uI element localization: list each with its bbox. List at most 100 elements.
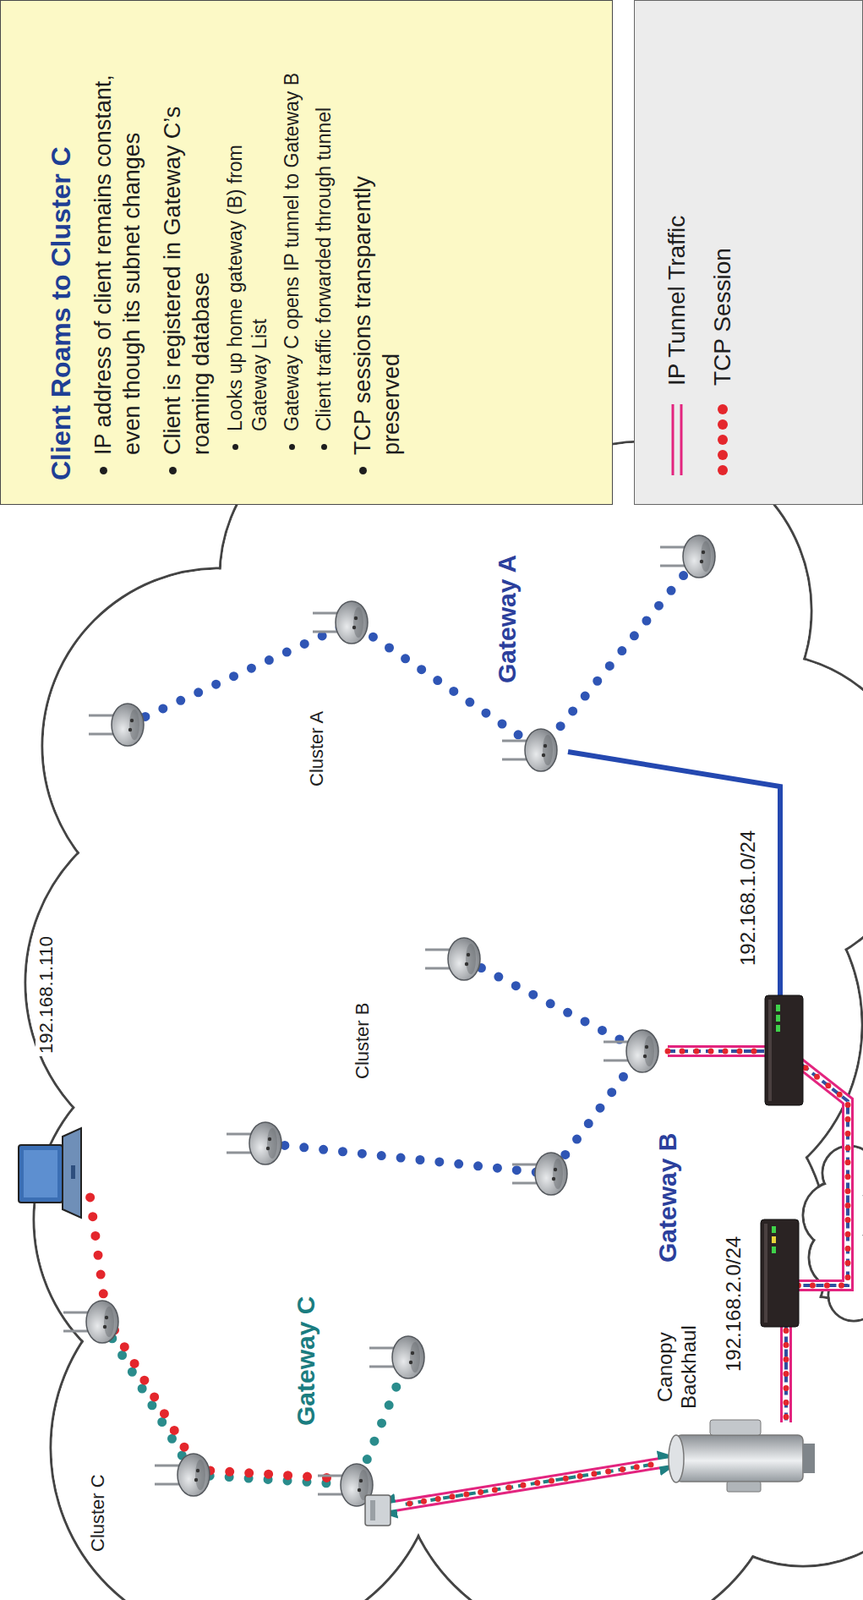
session-sample-dot [717, 419, 728, 430]
subnet-label: 192.168.1.0/24 [736, 827, 760, 968]
mesh-link-dots [88, 1186, 361, 1480]
ip-tunnel [378, 1459, 677, 1508]
cloud-fill [27, 417, 863, 1600]
ip-tunnel [404, 1463, 651, 1504]
bullet-dot [289, 443, 295, 450]
bullet-item: TCP sessions transparently preserved [348, 68, 406, 481]
cluster-label: Cluster C [87, 1470, 109, 1554]
legend-box: IP Tunnel Traffic TCP Session [633, 0, 863, 505]
router [775, 1024, 781, 1032]
backhaul-tower [668, 1419, 815, 1492]
gateway-label: Gateway C [291, 1293, 322, 1428]
bullet-dot [359, 466, 367, 475]
subnet-label: 192.168.2.0/24 [721, 1233, 746, 1374]
laptop [23, 1149, 58, 1197]
access-point [63, 535, 716, 1506]
cloud-outline [304, 568, 643, 907]
laptop [71, 1164, 76, 1179]
access-point [369, 1335, 425, 1378]
router [771, 1245, 776, 1253]
session-sample-dot [717, 464, 728, 476]
access-point [226, 1121, 282, 1164]
cluster-label: Cluster B [351, 999, 373, 1082]
access-point [425, 937, 481, 980]
bullet-text: IP address of client remains constant, e… [90, 74, 145, 455]
backhaul-tower [726, 1480, 761, 1492]
legend-text: IP Tunnel Traffic [663, 215, 691, 386]
bullet-item: IP address of client remains constant, e… [88, 68, 147, 481]
access-point [63, 1299, 119, 1343]
bullet-item: Gateway C opens IP tunnel to Gateway B [279, 68, 305, 481]
mesh-link-dots [102, 1321, 409, 1485]
session-sample-dot [717, 434, 728, 445]
bullet-item: Looks up home gateway (B) from Gateway L… [223, 68, 273, 481]
backhaul-tower [668, 1434, 684, 1482]
gateway-a-uplink [568, 751, 781, 998]
bullet-dot [169, 466, 177, 475]
legend-sample [711, 400, 734, 479]
mesh-link-dots [88, 556, 700, 1485]
ip-address-label: 192.168.1.110 [35, 933, 57, 1056]
router [771, 1225, 776, 1233]
session-sample-dot [717, 404, 728, 415]
gateway-c-radio [365, 1494, 391, 1525]
gateway-label: Gateway A [492, 551, 523, 686]
gateway-c-radio [370, 1499, 376, 1520]
bullet-text: Client traffic forwarded through tunnel [312, 107, 335, 432]
bullet-dot [321, 443, 328, 450]
router [768, 999, 772, 1101]
bullet-item: Client traffic forwarded through tunnel [311, 68, 337, 481]
tunnel-sample-line [671, 404, 675, 476]
router [760, 994, 803, 1327]
laptop [62, 1127, 82, 1218]
legend-row: IP Tunnel Traffic [663, 26, 691, 479]
bullet-text: Gateway C opens IP tunnel to Gateway B [280, 72, 303, 432]
backhaul-tower [802, 1442, 815, 1473]
cluster-label: Cluster A [305, 708, 328, 789]
cloud-fill [305, 569, 642, 906]
info-panel: Client Roams to Cluster C IP address of c… [0, 0, 613, 505]
backhaul-label: Canopy Backhaul [653, 1321, 700, 1411]
ip-tunnel [378, 1050, 848, 1508]
bullet-dot [99, 466, 108, 475]
router [771, 1235, 776, 1243]
legend-sample [666, 400, 689, 479]
backhaul-tower [676, 1434, 803, 1481]
access-point [512, 1152, 568, 1195]
bullet-item: Client is registered in Gateway C’s roam… [158, 68, 216, 481]
router [775, 1004, 781, 1011]
mesh-link-dots [127, 556, 700, 750]
legend-text: TCP Session [709, 247, 737, 386]
gateway-label: Gateway B [653, 1130, 683, 1265]
bullet-dot [232, 443, 239, 450]
cloud-outline [25, 415, 863, 1600]
bullet-text: Client is registered in Gateway C’s roam… [159, 106, 214, 455]
panel-title: Client Roams to Cluster C [45, 146, 77, 481]
router [775, 1014, 781, 1022]
bullet-text: Looks up home gateway (B) from Gateway L… [223, 144, 271, 432]
access-point [154, 1452, 210, 1496]
tunnel-sample-line [680, 404, 683, 476]
laptop [18, 1144, 63, 1202]
gateway-c-radio [365, 1494, 391, 1525]
backhaul-tower [710, 1419, 761, 1435]
router [764, 1223, 768, 1322]
access-point [660, 535, 716, 578]
access-point [88, 703, 144, 746]
small-cloud-fill [804, 1147, 863, 1320]
small-cloud-outline [802, 1145, 863, 1321]
router [760, 1218, 799, 1327]
ip-tunnel [404, 1463, 651, 1504]
mesh-link-dots [265, 958, 643, 1174]
laptop [18, 1127, 82, 1218]
access-point [502, 728, 558, 771]
access-point [312, 600, 368, 644]
router [764, 994, 803, 1105]
access-point [603, 1029, 659, 1072]
bullet-text: TCP sessions transparently preserved [349, 175, 405, 455]
ip-tunnel [378, 1459, 677, 1508]
panel-heading: Client Roams to Cluster C [44, 68, 77, 481]
legend-row: TCP Session [709, 26, 737, 479]
session-sample-dot [717, 449, 728, 460]
